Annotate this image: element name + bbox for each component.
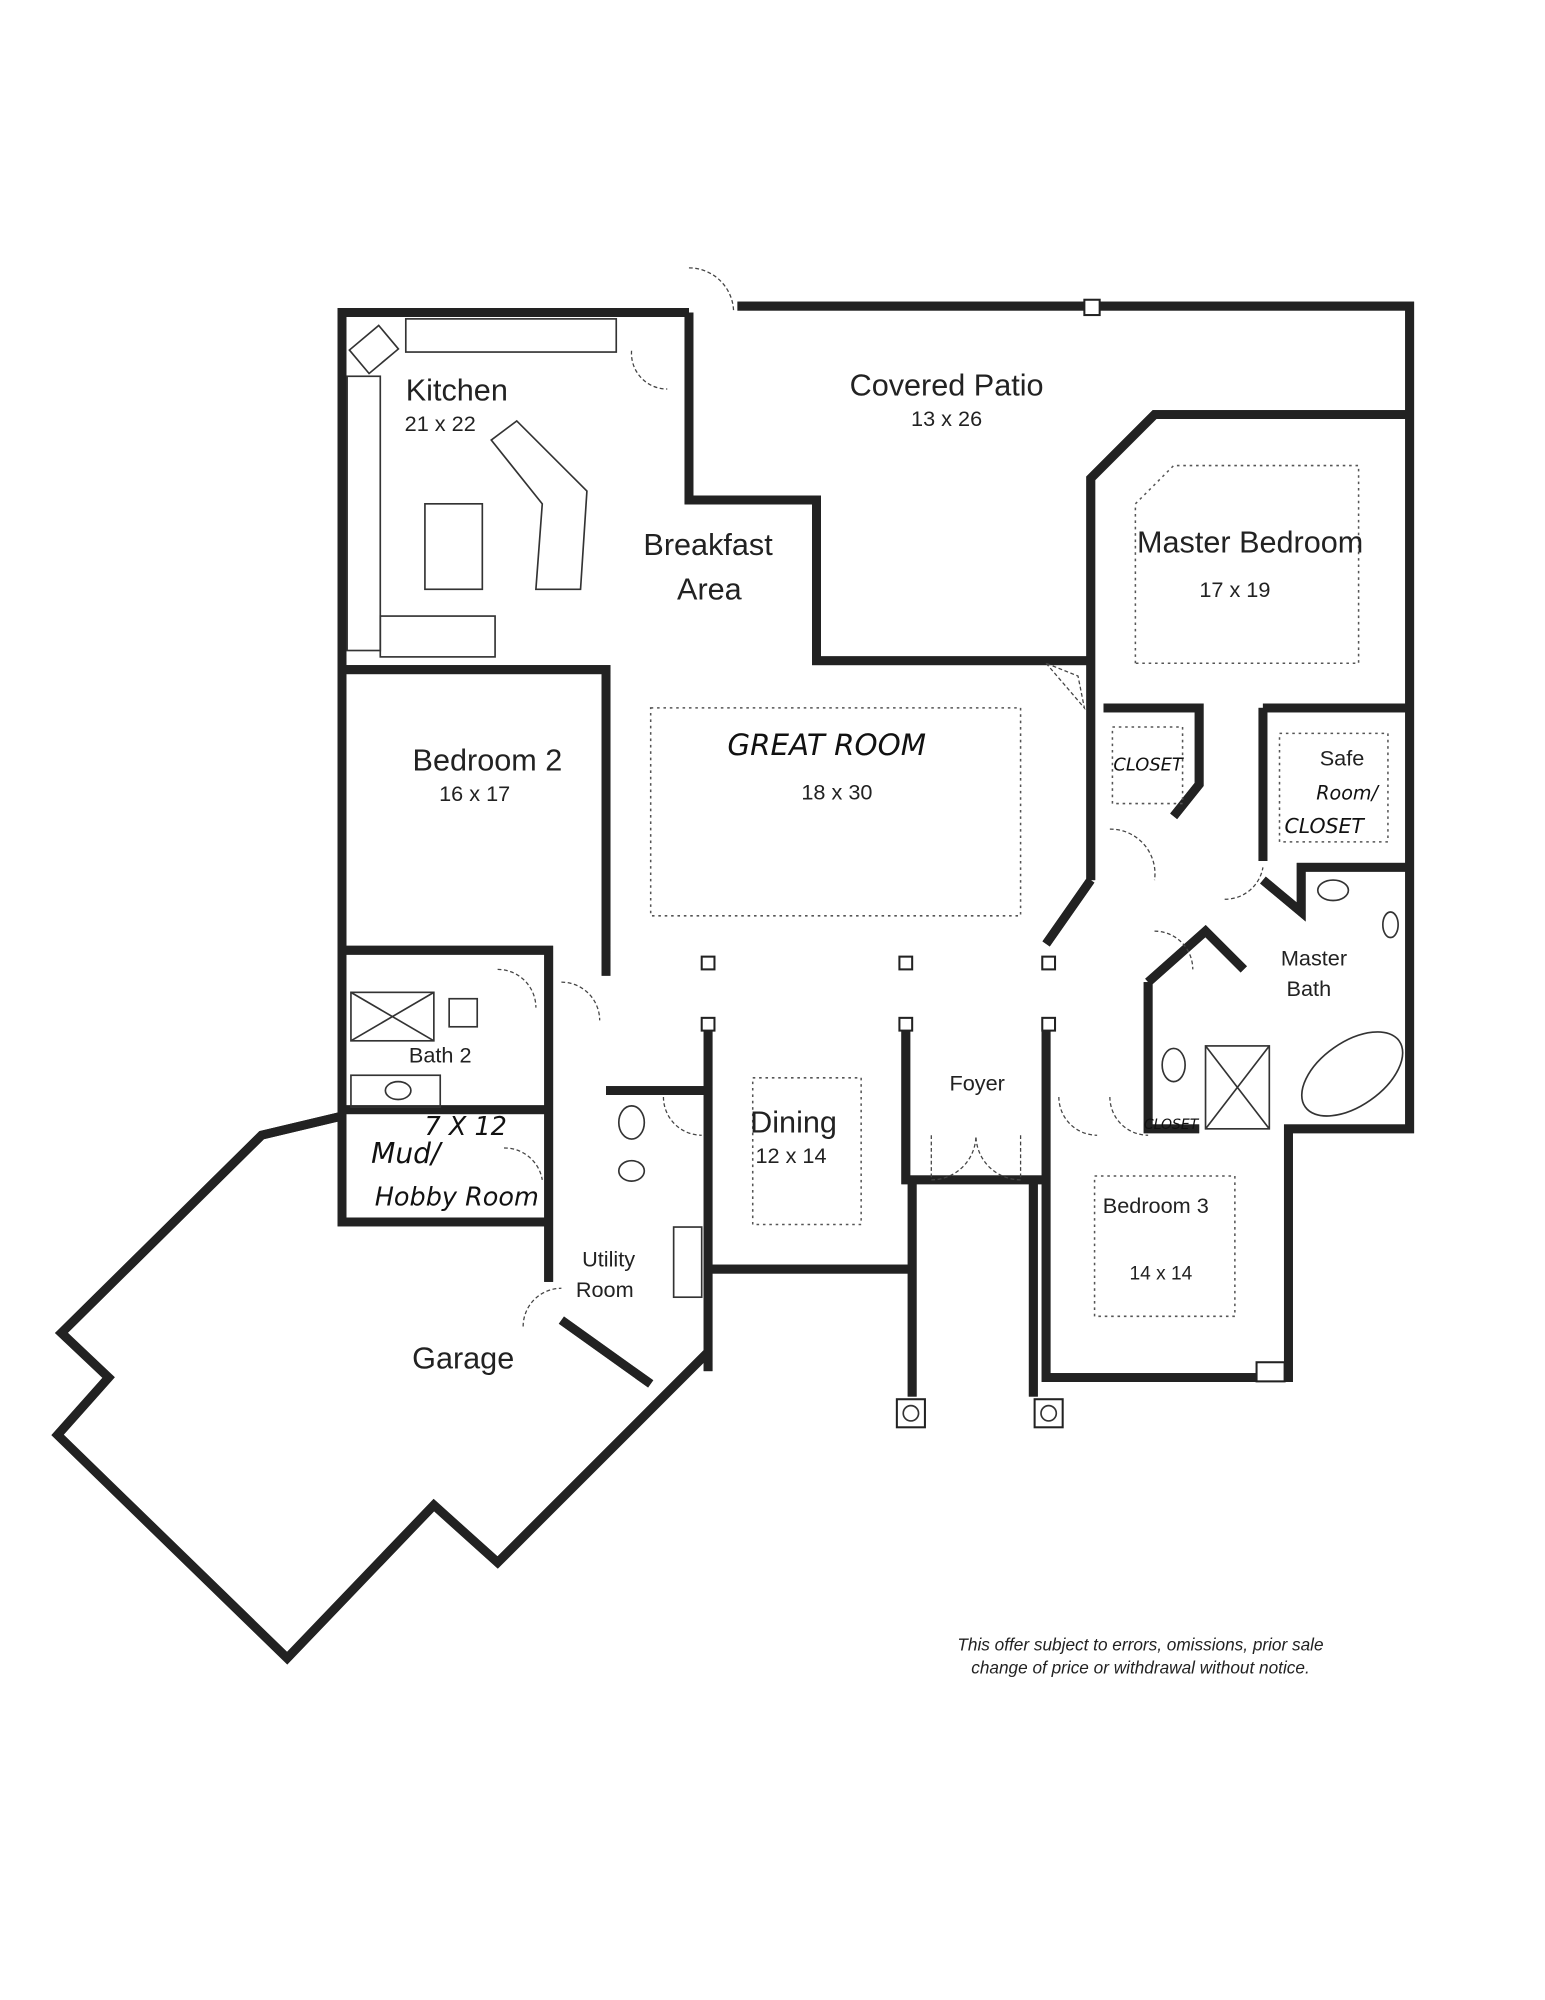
- covered-patio-label: Covered Patio: [850, 368, 1044, 402]
- shower: [350, 991, 435, 1042]
- foyer-label: Foyer: [950, 1071, 1005, 1096]
- master-bedroom-size: 17 x 19: [1199, 577, 1270, 602]
- breakfast-area-label: Breakfast: [643, 528, 773, 562]
- bedroom3-label: Bedroom 3: [1103, 1193, 1209, 1218]
- great-room-label: GREAT ROOM: [727, 728, 926, 762]
- toilet: [617, 1105, 646, 1140]
- kitchen-island: [424, 502, 484, 591]
- dining-label: Dining: [750, 1106, 837, 1140]
- dining-size: 12 x 14: [755, 1143, 826, 1168]
- columns: [700, 298, 1286, 1429]
- kitchen-size: 21 x 22: [405, 411, 476, 436]
- bathtub: [1300, 1031, 1404, 1117]
- mud-room-label: Mud/: [371, 1137, 443, 1170]
- utility-room-label: Utility: [582, 1247, 635, 1272]
- closet-label: CLOSET: [1113, 754, 1184, 775]
- garage-label: Garage: [412, 1342, 514, 1376]
- breakfast-area-label-2: Area: [677, 572, 743, 606]
- master-bedroom-label: Master Bedroom: [1137, 525, 1363, 559]
- utility-room-label-2: Room: [576, 1277, 634, 1302]
- walls: [51, 306, 1415, 1665]
- safe-room-label-3: CLOSET: [1285, 814, 1366, 838]
- door-swings: [497, 267, 1264, 1327]
- covered-patio-size: 13 x 26: [911, 406, 982, 431]
- mud-room-size: 7 X 12: [425, 1112, 507, 1142]
- bedroom2-size: 16 x 17: [439, 781, 510, 806]
- kitchen-label: Kitchen: [406, 374, 508, 408]
- bedroom2-label: Bedroom 2: [413, 743, 563, 777]
- safe-room-label-2: Room/: [1316, 782, 1380, 805]
- bedroom3-size: 14 x 14: [1130, 1263, 1193, 1284]
- kitchen-counter: [490, 419, 588, 591]
- master-bath-label: Master: [1281, 946, 1347, 971]
- bath2-label: Bath 2: [409, 1043, 472, 1068]
- master-bath-closet-label: CLOSET: [1144, 1117, 1200, 1133]
- safe-room-label: Safe: [1320, 745, 1365, 770]
- mud-room-label-2: Hobby Room: [375, 1182, 539, 1212]
- ceiling-outlines: [649, 464, 1389, 1318]
- great-room-size: 18 x 30: [801, 780, 872, 805]
- master-shower: [1204, 1045, 1271, 1130]
- master-bath-label-2: Bath: [1287, 976, 1332, 1001]
- fixtures: [346, 318, 1404, 1299]
- disclaimer-line-2: change of price or withdrawal without no…: [971, 1657, 1310, 1677]
- disclaimer-line-1: This offer subject to errors, omissions,…: [957, 1635, 1323, 1655]
